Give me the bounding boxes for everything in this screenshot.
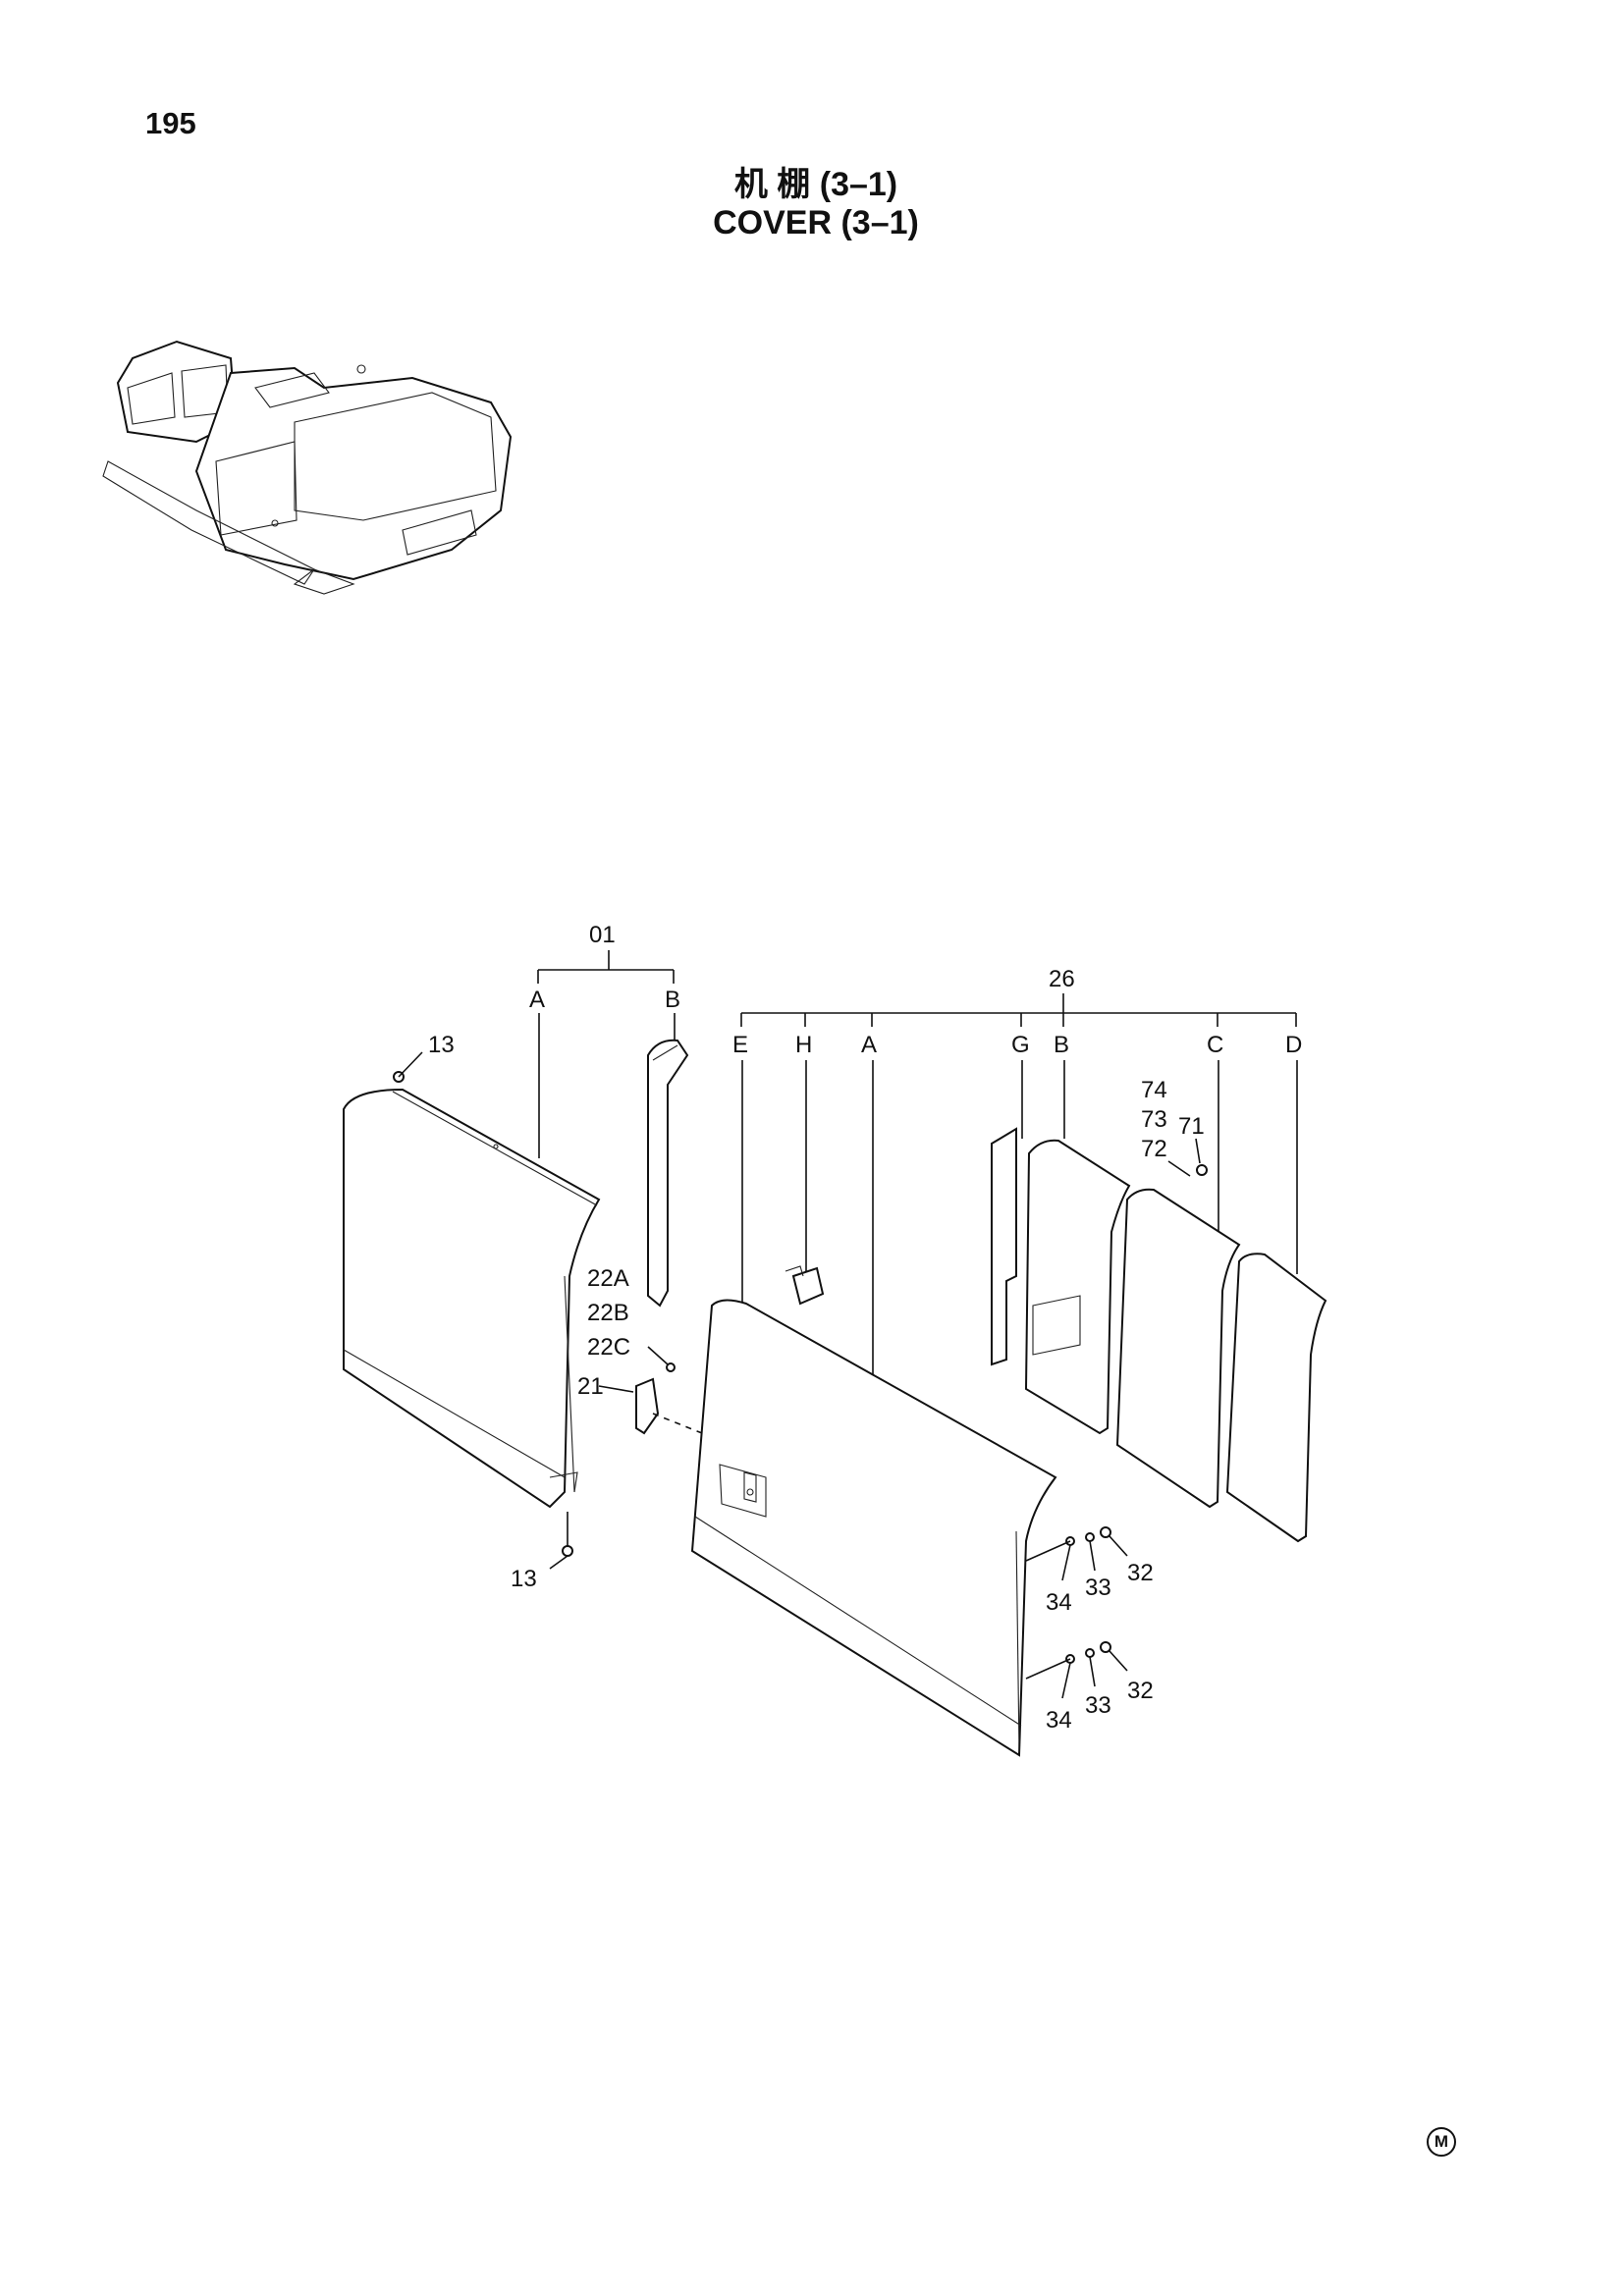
label-d: D [1285, 1032, 1302, 1058]
insulation-panel-b [1024, 1139, 1131, 1435]
callout-32-lower: 32 [1127, 1678, 1154, 1704]
callout-group-26: 26 E H A G B C D [732, 966, 1302, 1492]
page-title-english: COVER (3–1) [713, 204, 919, 241]
main-door-panel [690, 1299, 1057, 1757]
callout-22a: 22A [587, 1265, 629, 1292]
label-g: G [1011, 1032, 1030, 1058]
callout-33-upper: 33 [1085, 1575, 1111, 1601]
callout-13-bottom: 13 [511, 1566, 537, 1592]
callout-34-lower: 34 [1046, 1707, 1072, 1734]
insulation-panel-c [1115, 1188, 1241, 1509]
callout-group-01: 01 A B [529, 922, 680, 1158]
label-left-a: A [529, 987, 545, 1013]
callout-72: 72 [1141, 1136, 1167, 1162]
callout-32-upper: 32 [1127, 1560, 1154, 1586]
callout-01: 01 [589, 922, 616, 948]
label-left-b: B [665, 987, 680, 1013]
fastener-stack-lower [1025, 1641, 1128, 1699]
excavator-overview-illustration [102, 340, 513, 595]
callout-74: 74 [1141, 1077, 1167, 1103]
label-right-b: B [1054, 1032, 1069, 1058]
page-number: 195 [145, 106, 196, 140]
callout-21: 21 [577, 1373, 604, 1400]
callout-22c: 22C [587, 1334, 630, 1361]
callout-73: 73 [1141, 1106, 1167, 1133]
callout-13-top: 13 [428, 1032, 455, 1058]
bracket-part-21 [598, 1377, 728, 1444]
callout-26: 26 [1049, 966, 1075, 992]
manufacturer-mark: M [1427, 2127, 1456, 2157]
label-h: H [795, 1032, 812, 1058]
fastener-stack-upper [1025, 1526, 1128, 1581]
callout-33-lower: 33 [1085, 1692, 1111, 1719]
page-title-chinese: 机 棚 (3–1) [733, 166, 898, 203]
insulation-panel-d [1225, 1253, 1327, 1543]
seal-strip-g [991, 1127, 1017, 1366]
left-side-cover-panel [343, 1051, 601, 1570]
left-cover-strip [647, 1039, 689, 1308]
callout-34-upper: 34 [1046, 1589, 1072, 1616]
label-c: C [1207, 1032, 1223, 1058]
hinge-part-h [785, 1265, 825, 1306]
callout-71: 71 [1178, 1113, 1205, 1140]
label-right-a: A [861, 1032, 877, 1058]
label-e: E [732, 1032, 748, 1058]
callout-22b: 22B [587, 1300, 629, 1326]
